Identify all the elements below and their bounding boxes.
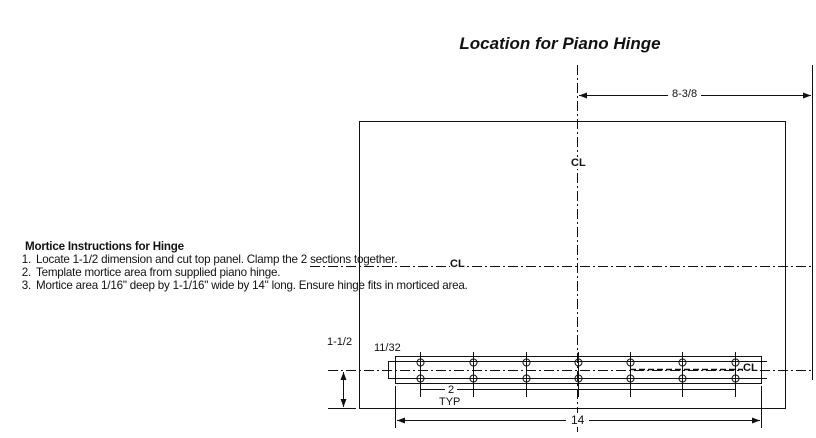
dim-2-label: 2 (445, 384, 458, 396)
panel-outline (359, 121, 786, 409)
instruction-item: Locate 1-1/2 dimension and cut top panel… (34, 253, 468, 266)
mortice-instructions: Mortice Instructions for Hinge Locate 1-… (20, 240, 468, 292)
centerline-symbol: CL (743, 362, 758, 374)
diagram-title: Location for Piano Hinge (459, 34, 661, 53)
dim-11-32-label: 11/32 (374, 342, 401, 354)
dim-14-label: 14 (566, 413, 590, 427)
dim-typ-label: TYP (439, 396, 461, 408)
centerline-symbol: CL (450, 258, 465, 270)
instructions-heading: Mortice Instructions for Hinge (25, 240, 184, 253)
instruction-item: Template mortice area from supplied pian… (34, 266, 468, 279)
dim-1-1-2-label: 1-1/2 (327, 336, 353, 348)
centerline-symbol: CL (571, 157, 586, 169)
dim-8-3-8-label: 8-3/8 (668, 88, 702, 100)
